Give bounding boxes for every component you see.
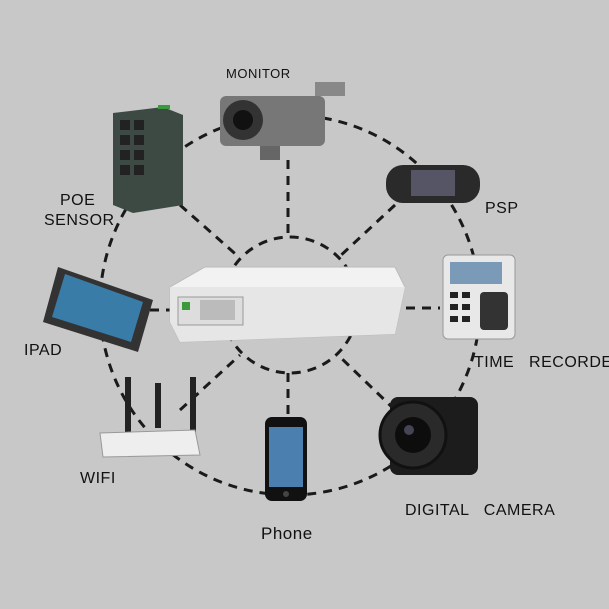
label-poe: POE bbox=[60, 192, 96, 209]
label-time-recorder: TIME RECORDER bbox=[474, 354, 609, 371]
link-wifi bbox=[178, 353, 242, 412]
poe-switch-image bbox=[113, 105, 183, 213]
phone-image bbox=[265, 417, 307, 501]
digital-camera-image bbox=[378, 397, 478, 475]
wifi-router-image bbox=[99, 377, 201, 458]
label-monitor: MONITOR bbox=[226, 66, 291, 81]
link-psp bbox=[336, 203, 397, 260]
ipad-image bbox=[43, 267, 153, 352]
label-wifi: WIFI bbox=[80, 470, 116, 487]
link-camera bbox=[336, 353, 397, 412]
label-digital-camera: DIGITAL CAMERA bbox=[405, 502, 556, 519]
label-psp: PSP bbox=[485, 200, 519, 217]
label-ipad: IPAD bbox=[24, 342, 63, 359]
mini-ups-device bbox=[169, 266, 406, 343]
link-poe bbox=[179, 203, 241, 260]
time-recorder-image bbox=[442, 254, 516, 340]
label-phone: Phone bbox=[261, 524, 313, 543]
psp-image bbox=[386, 165, 480, 203]
monitor-camera-image bbox=[220, 82, 345, 160]
label-sensor: SENSOR bbox=[44, 212, 115, 229]
